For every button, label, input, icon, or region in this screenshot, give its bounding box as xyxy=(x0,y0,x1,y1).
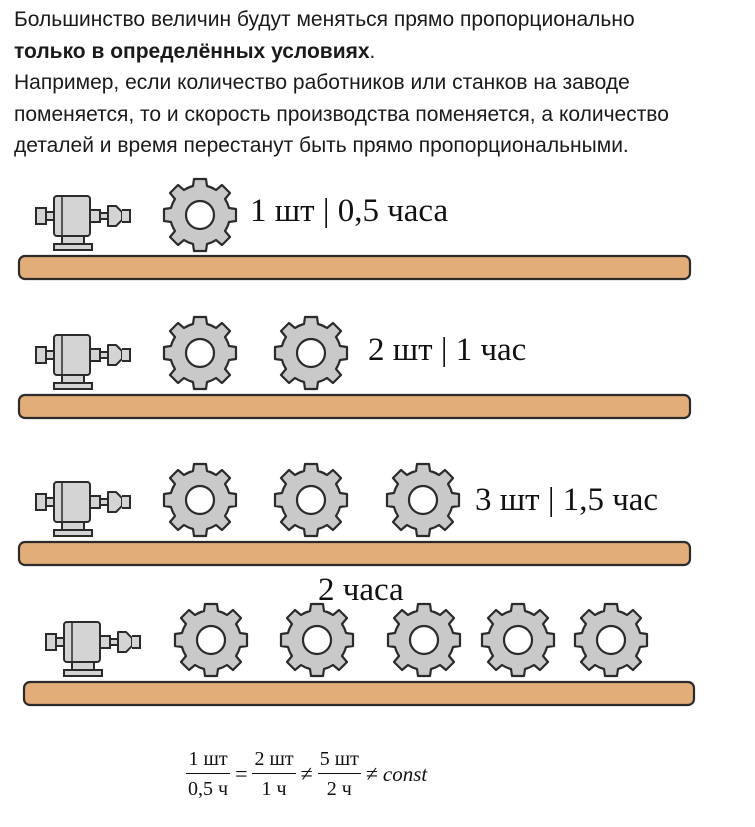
gear-icon xyxy=(273,315,349,391)
row-4-label: 2 часа xyxy=(318,572,404,608)
conveyor-row-2 xyxy=(17,315,692,420)
fraction-1-denominator: 0,5 ч xyxy=(188,778,229,800)
gear-icon xyxy=(273,462,349,538)
machine-icon xyxy=(35,481,131,537)
gear-icon xyxy=(173,602,249,678)
fraction-2-denominator: 1 ч xyxy=(261,778,287,800)
intro-line-2: только в определённых условиях. xyxy=(14,36,754,68)
gear-icon xyxy=(386,602,462,678)
intro-bold-phrase: только в определённых условиях xyxy=(14,39,370,63)
row-3-label: 3 шт | 1,5 час xyxy=(475,482,659,518)
conveyor-belt xyxy=(17,254,692,281)
not-equal-sign-1: ≠ xyxy=(300,761,313,786)
machine-icon xyxy=(35,195,131,251)
intro-line-3: Например, если количество работников или… xyxy=(14,71,669,157)
fraction-1-numerator: 1 шт xyxy=(186,748,230,774)
conveyor-row-4 xyxy=(22,602,696,707)
intro-text: Большинство величин будут меняться прямо… xyxy=(14,4,754,162)
gear-icon xyxy=(279,602,355,678)
proportion-formula: 1 шт 0,5 ч = 2 шт 1 ч ≠ 5 шт 2 ч ≠ const xyxy=(183,748,427,800)
conveyor-belt xyxy=(22,680,696,707)
const-term: const xyxy=(382,761,428,786)
gear-icon xyxy=(162,177,238,253)
row-2-label: 2 шт | 1 час xyxy=(368,332,527,368)
fraction-3: 5 шт 2 ч xyxy=(317,748,361,800)
machine-icon xyxy=(45,621,141,677)
gear-icon xyxy=(573,602,649,678)
conveyor-belt xyxy=(17,393,692,420)
not-equal-sign-2: ≠ xyxy=(365,761,378,786)
fraction-2: 2 шт 1 ч xyxy=(252,748,296,800)
fraction-2-numerator: 2 шт xyxy=(252,748,296,774)
fraction-3-denominator: 2 ч xyxy=(326,778,352,800)
conveyor-belt xyxy=(17,540,692,567)
machine-icon xyxy=(35,334,131,390)
gear-icon xyxy=(162,462,238,538)
fraction-3-numerator: 5 шт xyxy=(317,748,361,774)
gear-icon xyxy=(480,602,556,678)
intro-period: . xyxy=(369,39,376,63)
fraction-1: 1 шт 0,5 ч xyxy=(186,748,230,800)
intro-line-1: Большинство величин будут меняться прямо… xyxy=(14,8,635,31)
row-1-label: 1 шт | 0,5 часа xyxy=(250,193,449,229)
gear-icon xyxy=(162,315,238,391)
conveyor-row-1 xyxy=(17,177,692,281)
conveyor-row-3 xyxy=(17,462,692,567)
equals-sign: = xyxy=(235,761,248,786)
gear-icon xyxy=(385,462,461,538)
